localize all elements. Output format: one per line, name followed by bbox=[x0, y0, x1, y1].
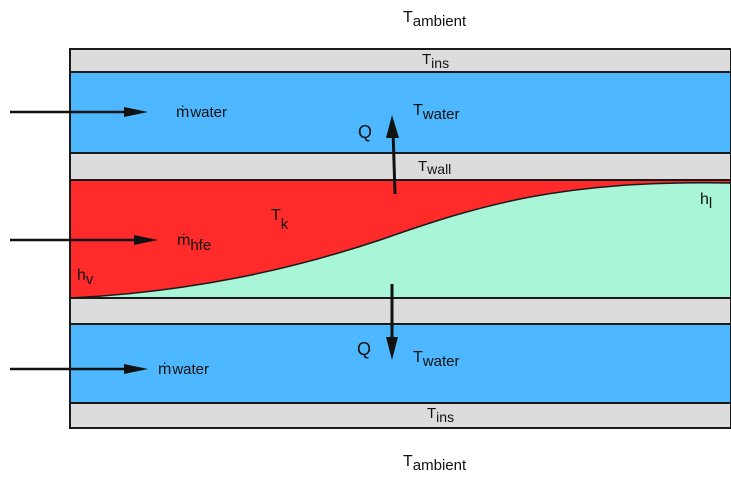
insulation-temp-label-bottom: Tins bbox=[427, 405, 454, 425]
top-insulation-layer bbox=[69, 48, 731, 73]
water-mass-flow-label-top: ṁwater bbox=[176, 104, 227, 121]
heat-flux-label-top: Q bbox=[358, 122, 372, 142]
ambient-temp-label-bottom: Tambient bbox=[403, 453, 467, 474]
insulation-temp-label-top: Tins bbox=[422, 51, 449, 71]
heat-flow-arrow-down bbox=[386, 284, 398, 360]
hfe-mass-flow-label: ṁhfe bbox=[177, 232, 211, 254]
hfe-inflow-arrow bbox=[10, 235, 158, 245]
water-inflow-arrow-top bbox=[10, 107, 148, 117]
vapor-region bbox=[70, 180, 731, 298]
bottom-water-channel bbox=[69, 323, 731, 404]
ambient-temp-label-top: Tambient bbox=[403, 9, 467, 30]
wall-temp-label: Twall bbox=[418, 158, 451, 177]
water-mass-flow-label-bottom: ṁwater bbox=[158, 361, 209, 378]
top-water-channel bbox=[69, 71, 731, 154]
hfe-temp-label: Tk bbox=[271, 207, 289, 233]
water-temp-label-top: Twater bbox=[413, 102, 459, 123]
water-temp-label-bottom: Twater bbox=[413, 349, 459, 370]
bottom-insulation-layer bbox=[69, 402, 731, 429]
phase-interface-line bbox=[69, 182, 731, 299]
liquid-enthalpy-label: hl bbox=[700, 191, 712, 212]
bottom-wall-layer bbox=[69, 297, 731, 325]
top-wall-layer bbox=[69, 152, 731, 181]
vapor-enthalpy-label: hv bbox=[77, 267, 94, 288]
heat-flux-label-bottom: Q bbox=[357, 339, 371, 359]
heat-flow-arrow-up bbox=[386, 115, 399, 195]
water-inflow-arrow-bottom bbox=[10, 364, 148, 374]
